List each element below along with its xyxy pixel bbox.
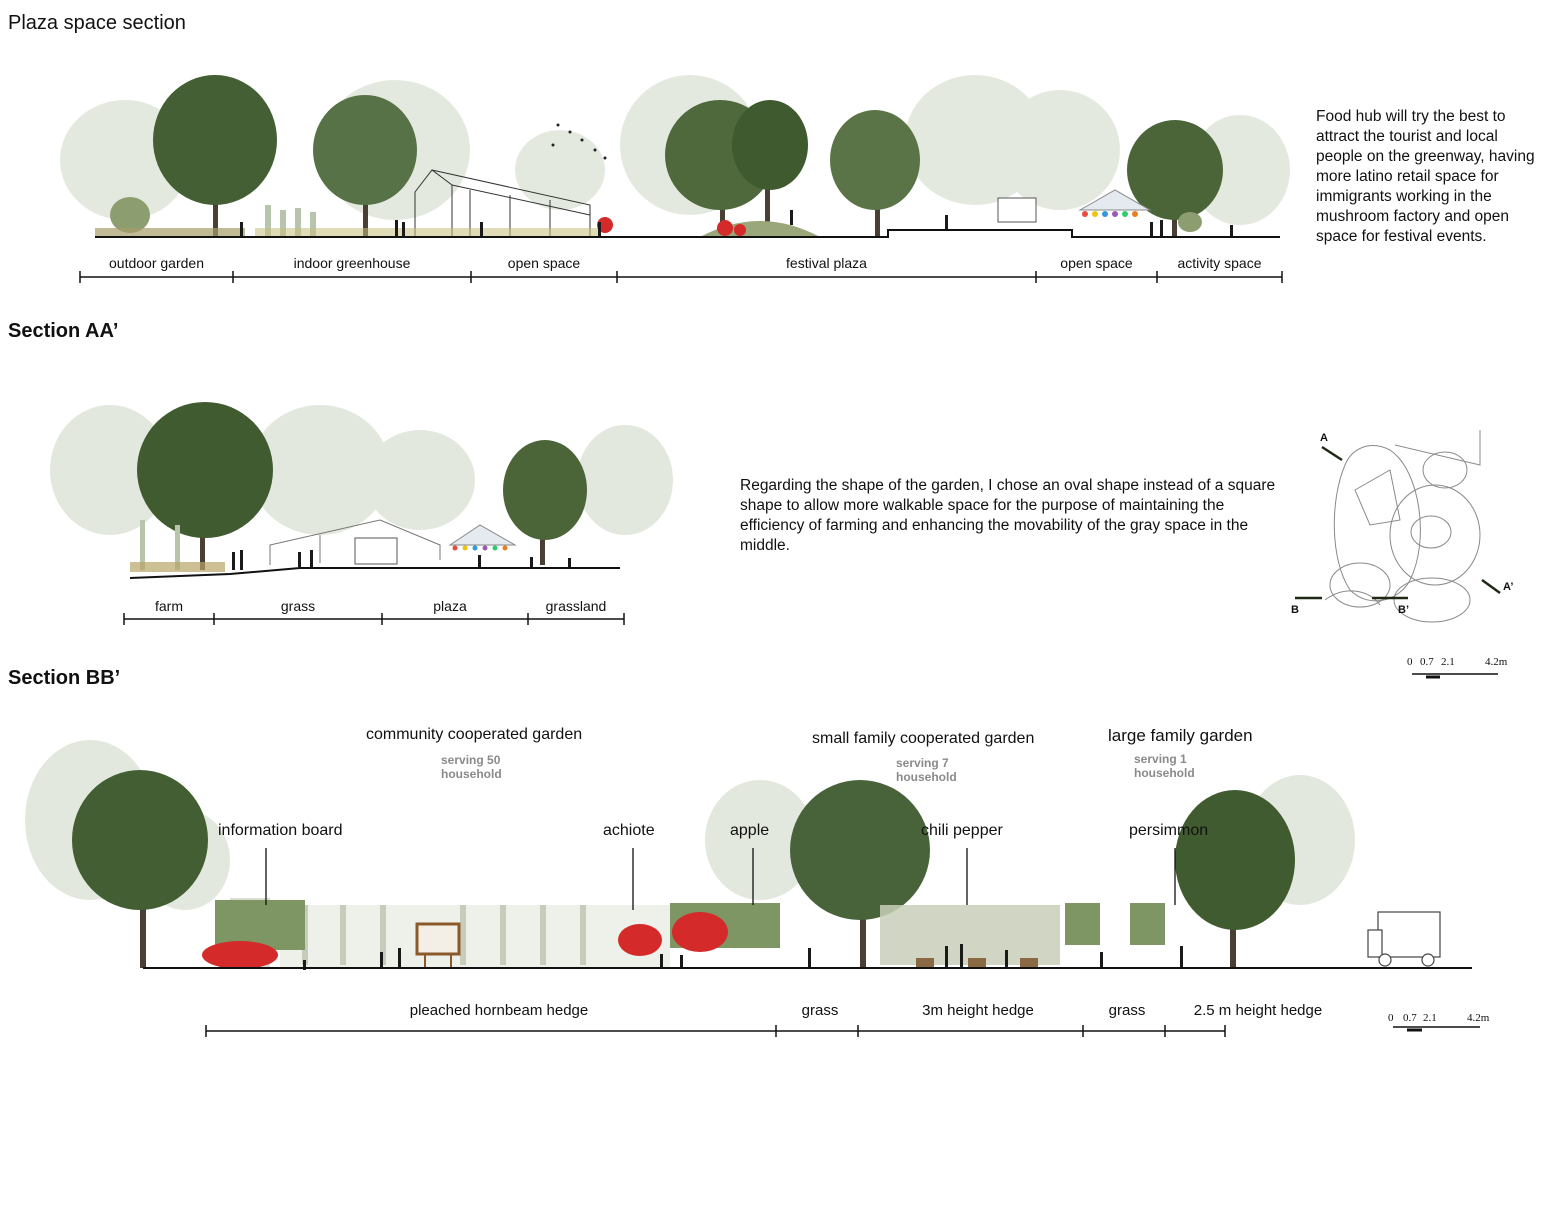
zone-label: grass — [1108, 1002, 1146, 1019]
zone-label: grass — [280, 598, 316, 614]
scale-tick: 2.1 — [1423, 1012, 1437, 1024]
keyplan-label-a-prime: A’ — [1503, 581, 1513, 593]
keyplan-label-b-prime: B’ — [1398, 604, 1409, 616]
plaza-description: Food hub will try the best to attract th… — [1316, 108, 1535, 245]
plant-label-information-board: information board — [218, 822, 343, 839]
zone-label: open space — [507, 255, 581, 271]
zone-label: grassland — [545, 598, 607, 614]
scale-tick: 4.2m — [1467, 1012, 1490, 1024]
zone-label: pleached hornbeam hedge — [409, 1002, 589, 1019]
zone-label: grass — [801, 1002, 839, 1019]
garden-title: community cooperated garden — [366, 726, 583, 743]
garden-serving: serving 1 household — [1134, 752, 1195, 780]
keyplan-label-a: A — [1320, 432, 1328, 444]
scale-tick: 0 — [1388, 1012, 1394, 1024]
zone-label: activity space — [1177, 255, 1262, 271]
zone-label: indoor greenhouse — [293, 255, 411, 271]
section-aa-title: Section AA’ — [8, 320, 119, 342]
plant-label-chili-pepper: chili pepper — [921, 822, 1003, 839]
zone-label: open space — [1060, 255, 1133, 271]
plant-label-apple: apple — [730, 822, 770, 839]
scale-tick: 0.7 — [1420, 656, 1434, 668]
garden-title: large family garden — [1108, 726, 1253, 745]
zone-label: outdoor garden — [109, 255, 204, 271]
keyplan-label-b: B — [1291, 604, 1299, 616]
garden-shape-description: Regarding the shape of the garden, I cho… — [740, 477, 1276, 554]
scale-tick: 4.2m — [1485, 656, 1508, 668]
zone-label: 2.5 m height hedge — [1193, 1002, 1323, 1019]
garden-serving: serving 7 household — [896, 756, 957, 784]
zone-label: 3m height hedge — [922, 1002, 1034, 1019]
scale-tick: 0 — [1407, 656, 1413, 668]
zone-label: festival plaza — [786, 255, 867, 271]
plaza-section-title: Plaza space section — [8, 12, 186, 34]
plant-label-achiote: achiote — [603, 822, 655, 839]
scale-tick: 0.7 — [1403, 1012, 1417, 1024]
scale-tick: 2.1 — [1441, 656, 1455, 668]
section-bb-title: Section BB’ — [8, 667, 121, 689]
garden-serving: serving 50 household — [441, 753, 502, 781]
zone-label: plaza — [433, 598, 467, 614]
plant-label-persimmon: persimmon — [1129, 822, 1209, 839]
garden-title: small family cooperated garden — [812, 730, 1035, 747]
zone-label: farm — [155, 598, 183, 614]
key-plan — [1324, 430, 1481, 623]
